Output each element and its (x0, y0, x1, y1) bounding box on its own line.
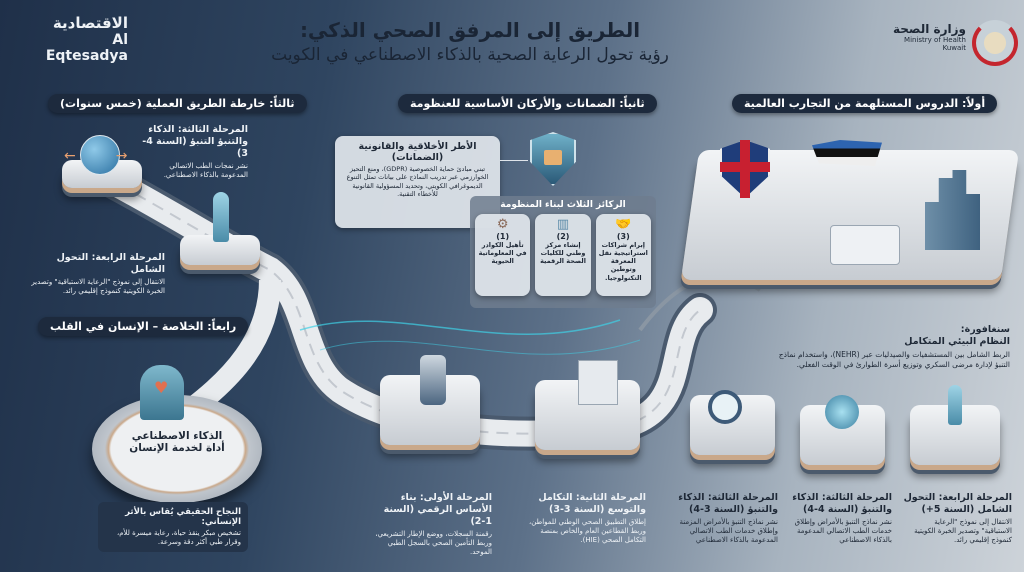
globe-icon (80, 135, 120, 175)
ethics-title: الأطر الأخلاقية والقانونية (الضمانات) (358, 141, 477, 163)
brand-logo: الاقتصادية Al Eqtesadya (28, 14, 128, 64)
phase-2-desc: إطلاق التطبيق الصحي الوطني للمواطن، وربط… (529, 517, 646, 544)
brand-name-en: Al Eqtesadya (45, 32, 128, 64)
ministry-name-en: Ministry of Health (904, 36, 966, 44)
magnifier-heart-icon (708, 390, 742, 424)
person-arrows-icon (948, 385, 962, 425)
bottom-phase-4: المرحلة الرابعة: التحول الشامل (السنة 5+… (902, 492, 1012, 545)
bottom-phase-2: المرحلة الثانية: التكامل والتوسع (السنة … (518, 492, 646, 545)
left-phase-3: المرحلة الثالثة: الذكاء والتنبؤ التنبؤ (… (140, 124, 248, 180)
bottom-phase-1: المرحلة الأولى: بناء الأساس الرقمي (السن… (372, 492, 492, 557)
singapore-title: سنغافورة: (960, 324, 1010, 335)
phase-4-desc: الانتقال إلى نموذج "الرعاية الاستباقية" … (914, 517, 1012, 544)
database-icon (420, 355, 446, 405)
section-second: ثانياً: الضمانات والأركان الأساسية للعنظ… (398, 94, 657, 113)
person-icon (213, 192, 229, 242)
ministry-name-ar: وزارة الصحة (892, 22, 966, 36)
handshake-icon: 🤝 (615, 217, 632, 232)
ai-globe-icon (825, 395, 859, 429)
connector-line (500, 160, 528, 161)
pillars-title: الركائز الثلاث لبناء المنظومة (500, 200, 626, 210)
phase-3b-title: المرحلة الثالثة: الذكاء والتنبؤ (السنة 4… (792, 492, 892, 515)
left-phase-4-desc: الانتقال إلى نموذج "الرعاية الاستباقية" … (31, 277, 165, 295)
pillar-2-label: إنشاء مركز وطني للكليات الصحة الرقمية (540, 241, 586, 266)
flag-cross-h (720, 162, 770, 172)
phase-4-title: المرحلة الرابعة: التحول الشامل (السنة 5+… (903, 492, 1012, 515)
building-icon: ▥ (556, 217, 570, 232)
pillar-3-num: (3) (616, 232, 630, 241)
conclusion-center: الذكاء الاصطناعي أداة لخدمة الإنسان (110, 430, 244, 454)
bottom-phase-3a: المرحلة الثالثة: الذكاء والتنبؤ (السنة 3… (672, 492, 778, 545)
lock-icon (544, 150, 562, 165)
pillar-3: 🤝 (3) إبرام شراكات استراتيجية نقل المعرف… (595, 214, 651, 296)
phase-2-title: المرحلة الثانية: التكامل والتوسع (السنة … (538, 492, 646, 515)
page-subtitle: رؤية تحول الرعاية الصحية بالذكاء الاصطنا… (271, 45, 669, 65)
pillar-3-label: إبرام شراكات استراتيجية نقل المعرفة وتوط… (598, 241, 648, 282)
singapore-box: سنغافورة: النظام البيئي المتكامل الربط ا… (776, 324, 1010, 369)
brand-name-ar: الاقتصادية (52, 14, 128, 32)
left-phase-3-title: المرحلة الثالثة: الذكاء والتنبؤ التنبؤ (… (142, 124, 248, 159)
pillar-1-num: (1) (496, 232, 510, 241)
callout-title: النجاح الحقيقي يُقاس بالأثر الإنساني: (125, 507, 241, 527)
phase-3a-title: المرحلة الثالثة: الذكاء والتنبؤ (السنة 3… (678, 492, 778, 515)
section-third: ثالثاً: خارطة الطريق العملية (خمس سنوات) (48, 94, 307, 113)
pillar-2: ▥ (2) إنشاء مركز وطني للكليات الصحة الرق… (535, 214, 591, 296)
kuwait-emblem-icon (972, 20, 1018, 66)
conclusion-callout: النجاح الحقيقي يُقاس بالأثر الإنساني: تش… (98, 502, 248, 553)
header: الطريق إلى المرفق الصحي الذكي: رؤية تحول… (250, 18, 690, 65)
pillar-1-label: تأهيل الكوادر في المعلوماتية الحيوية (478, 241, 527, 266)
pillar-2-num: (2) (556, 232, 570, 241)
person-heart-icon (140, 365, 184, 420)
arrows-icon: ←→ (64, 148, 168, 164)
left-phase-4: المرحلة الرابعة: التحول الشامل الانتقال … (30, 252, 165, 296)
ministry-logo: وزارة الصحة Ministry of Health Kuwait (868, 20, 1018, 68)
phase-1-title: المرحلة الأولى: بناء الأساس الرقمي (السن… (383, 492, 492, 527)
phase-1-desc: رقمنة السجلات، ووضع الإطار التشريعي، ورب… (375, 529, 492, 556)
heart-icon: ♥ (154, 378, 169, 397)
left-phase-3-desc: نشر نمجات الطب الاتصالي المدعومة بالذكاء… (163, 161, 248, 179)
ethics-desc: تبني مبادئ حماية الخصوصية (GDPR)، ومنع ا… (346, 165, 489, 199)
brain-gears-icon: ⚙ (496, 217, 509, 232)
pillar-1: ⚙ (1) تأهيل الكوادر في المعلوماتية الحيو… (475, 214, 531, 296)
singapore-subtitle: النظام البيئي المتكامل (904, 335, 1010, 347)
section-first: أولاً: الدروس المستلهمة من التجارب العال… (732, 94, 998, 113)
phase-3b-desc: نشر نماذج التنبؤ بالأمراض وإطلاق خدمات ا… (794, 517, 892, 544)
phase-3a-desc: نشر نماذج التنبؤ بالأمراض المزمنة وإطلاق… (679, 517, 778, 544)
left-phase-4-title: المرحلة الرابعة: التحول الشامل (56, 252, 165, 275)
conclusion-line-1: الذكاء الاصطناعي (131, 430, 223, 442)
pillars-box: الركائز الثلاث لبناء المنظومة 🤝 (3) إبرا… (470, 196, 656, 308)
bridge (638, 274, 762, 332)
singapore-desc: الربط الشامل بين المستشفيات والصيدليات ع… (778, 349, 1010, 369)
id-card-icon (830, 225, 900, 265)
section-fourth: رابعاً: الخلاصة – الإنسان في القلب (38, 317, 249, 336)
ministry-country: Kuwait (942, 44, 966, 52)
hospital-icon (578, 360, 618, 405)
callout-desc: تشخيص مبكر ينقذ حياة، رعاية ميسرة للأم، … (116, 529, 241, 547)
estonia-map-icon (812, 140, 882, 166)
page-title: الطريق إلى المرفق الصحي الذكي: (299, 18, 641, 42)
conclusion-line-2: أداة لخدمة الإنسان (129, 442, 225, 454)
bottom-phase-3b: المرحلة الثالثة: الذكاء والتنبؤ (السنة 4… (790, 492, 892, 545)
